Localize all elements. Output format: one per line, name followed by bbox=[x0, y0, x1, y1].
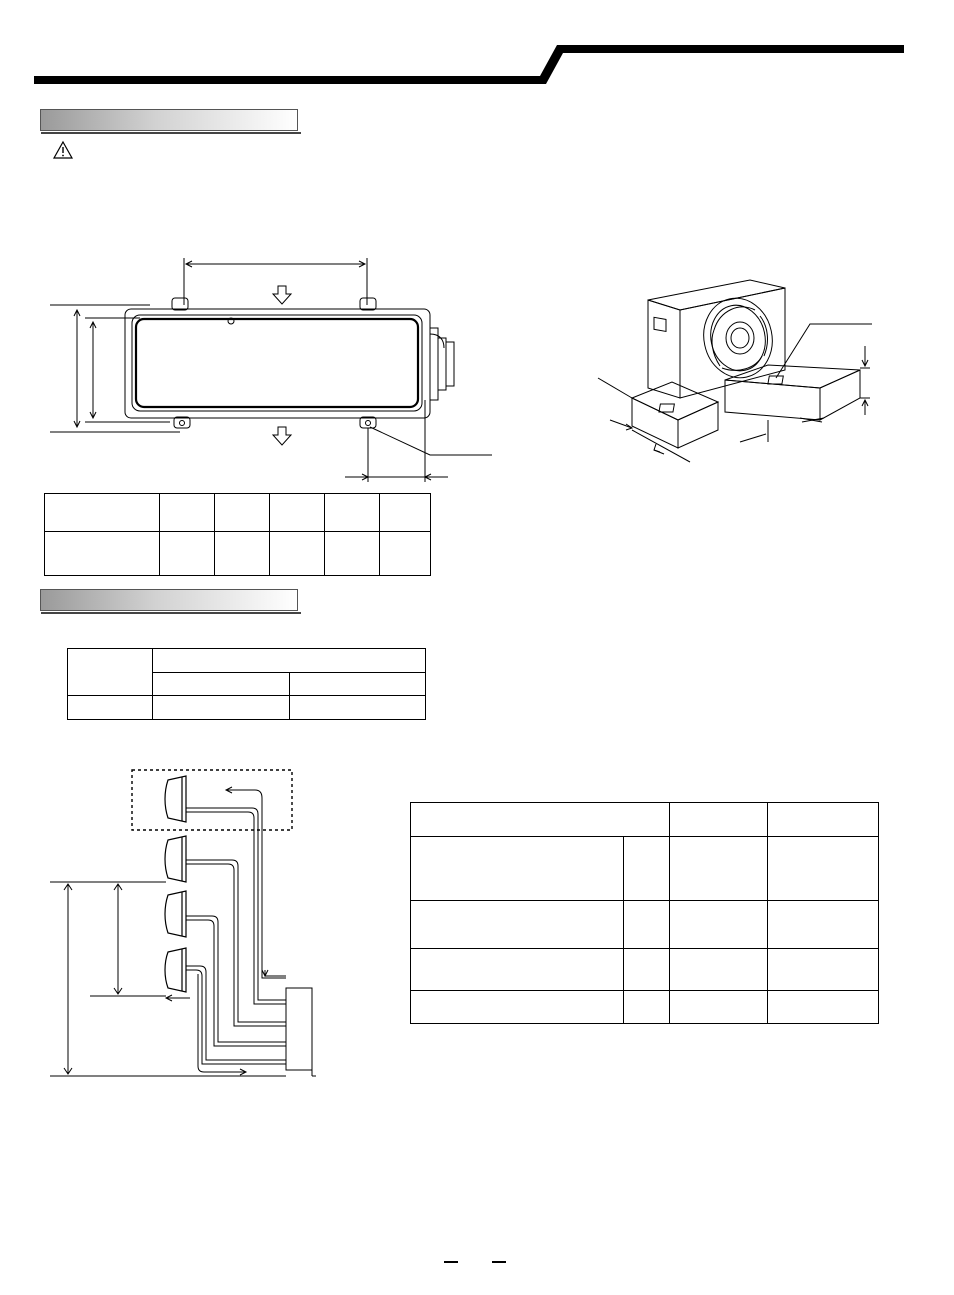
piping-diagram bbox=[50, 769, 316, 1077]
outdoor-unit-iso-drawing bbox=[597, 279, 872, 463]
page-number-mark-left bbox=[444, 1261, 458, 1263]
down-arrow-icon bbox=[271, 285, 293, 446]
page-number-mark-right bbox=[492, 1261, 506, 1263]
section-header-1 bbox=[40, 109, 301, 134]
section-header-2 bbox=[40, 589, 301, 614]
warning-triangle-icon bbox=[52, 140, 74, 159]
indoor-unit bbox=[164, 775, 187, 993]
spec-table bbox=[409, 802, 880, 1024]
pipe-table bbox=[67, 648, 426, 720]
dimension-table bbox=[44, 493, 431, 576]
unit-base-drawing bbox=[50, 258, 492, 482]
header-rule bbox=[34, 45, 904, 84]
